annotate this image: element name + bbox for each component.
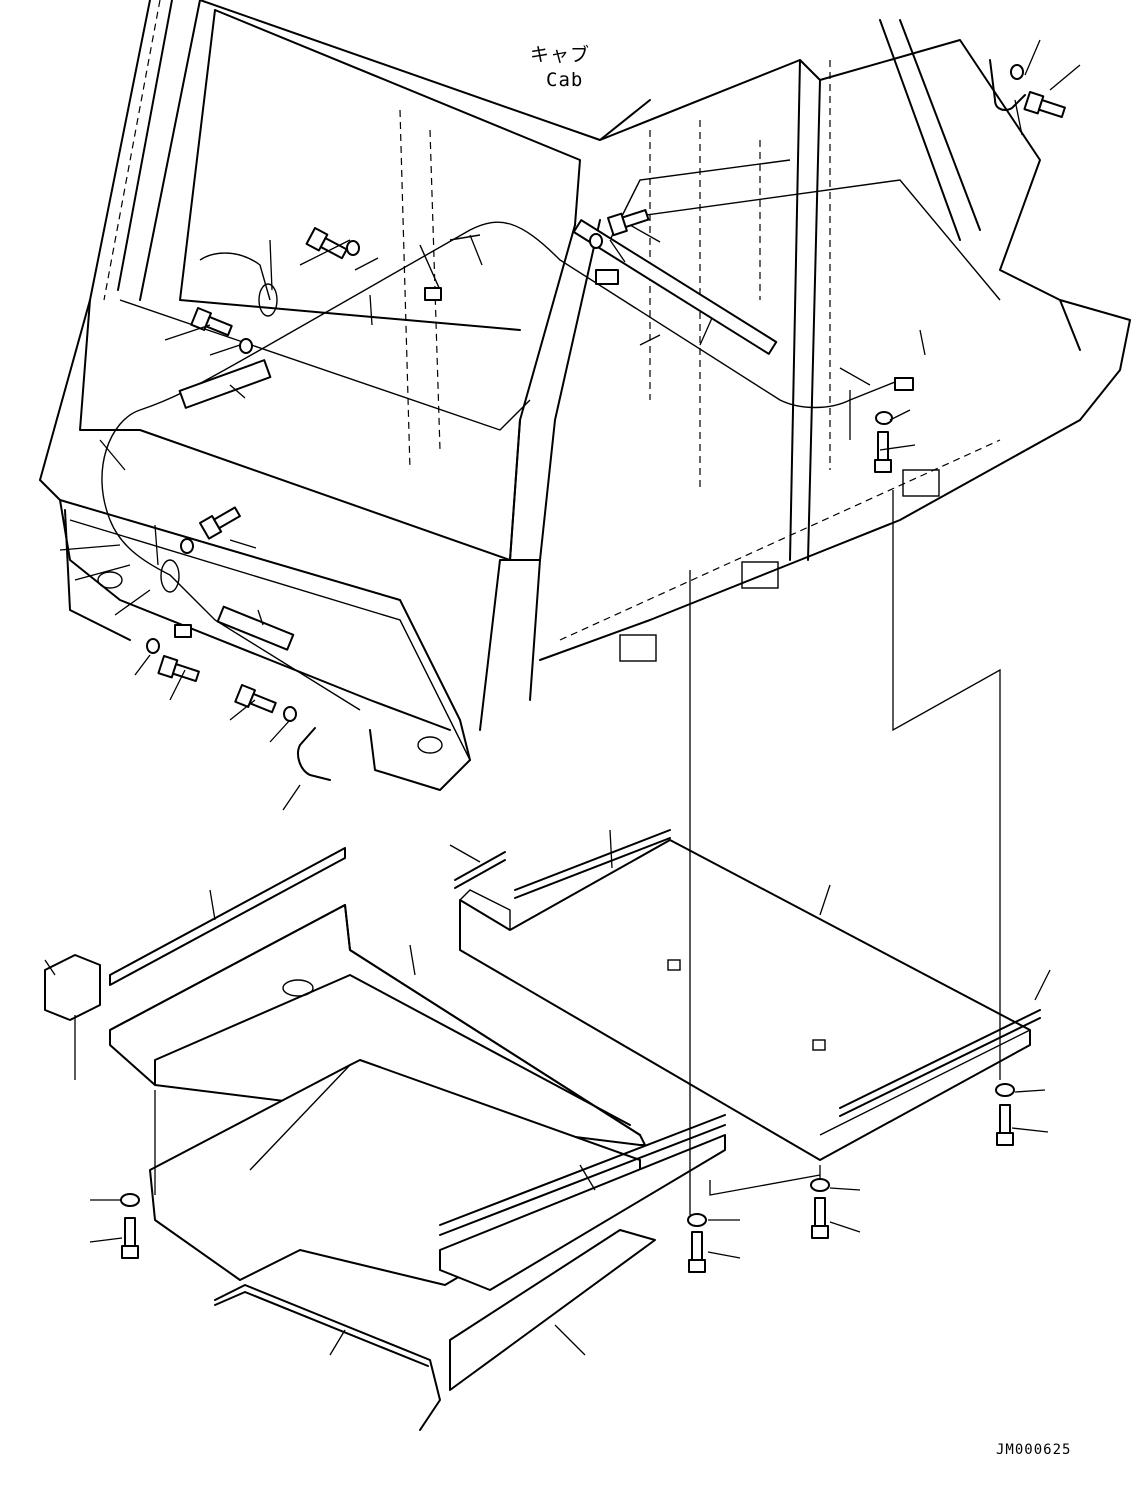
cab-label-english: Cab — [546, 69, 584, 91]
wiring-harness — [101, 219, 914, 711]
lower-bolts-and-washers — [120, 1083, 1015, 1273]
right-floor-cover — [459, 839, 1031, 1161]
cab-frame — [39, 0, 1131, 791]
cab-label-japanese: キャブ — [530, 44, 591, 66]
leader-lines — [44, 39, 1081, 1356]
hoses — [297, 59, 1026, 781]
drawing-id: JM000625 — [996, 1442, 1072, 1458]
alignment-lines — [154, 490, 1001, 1215]
lower-brackets — [214, 1134, 726, 1431]
bolts-and-washers — [146, 64, 1066, 722]
